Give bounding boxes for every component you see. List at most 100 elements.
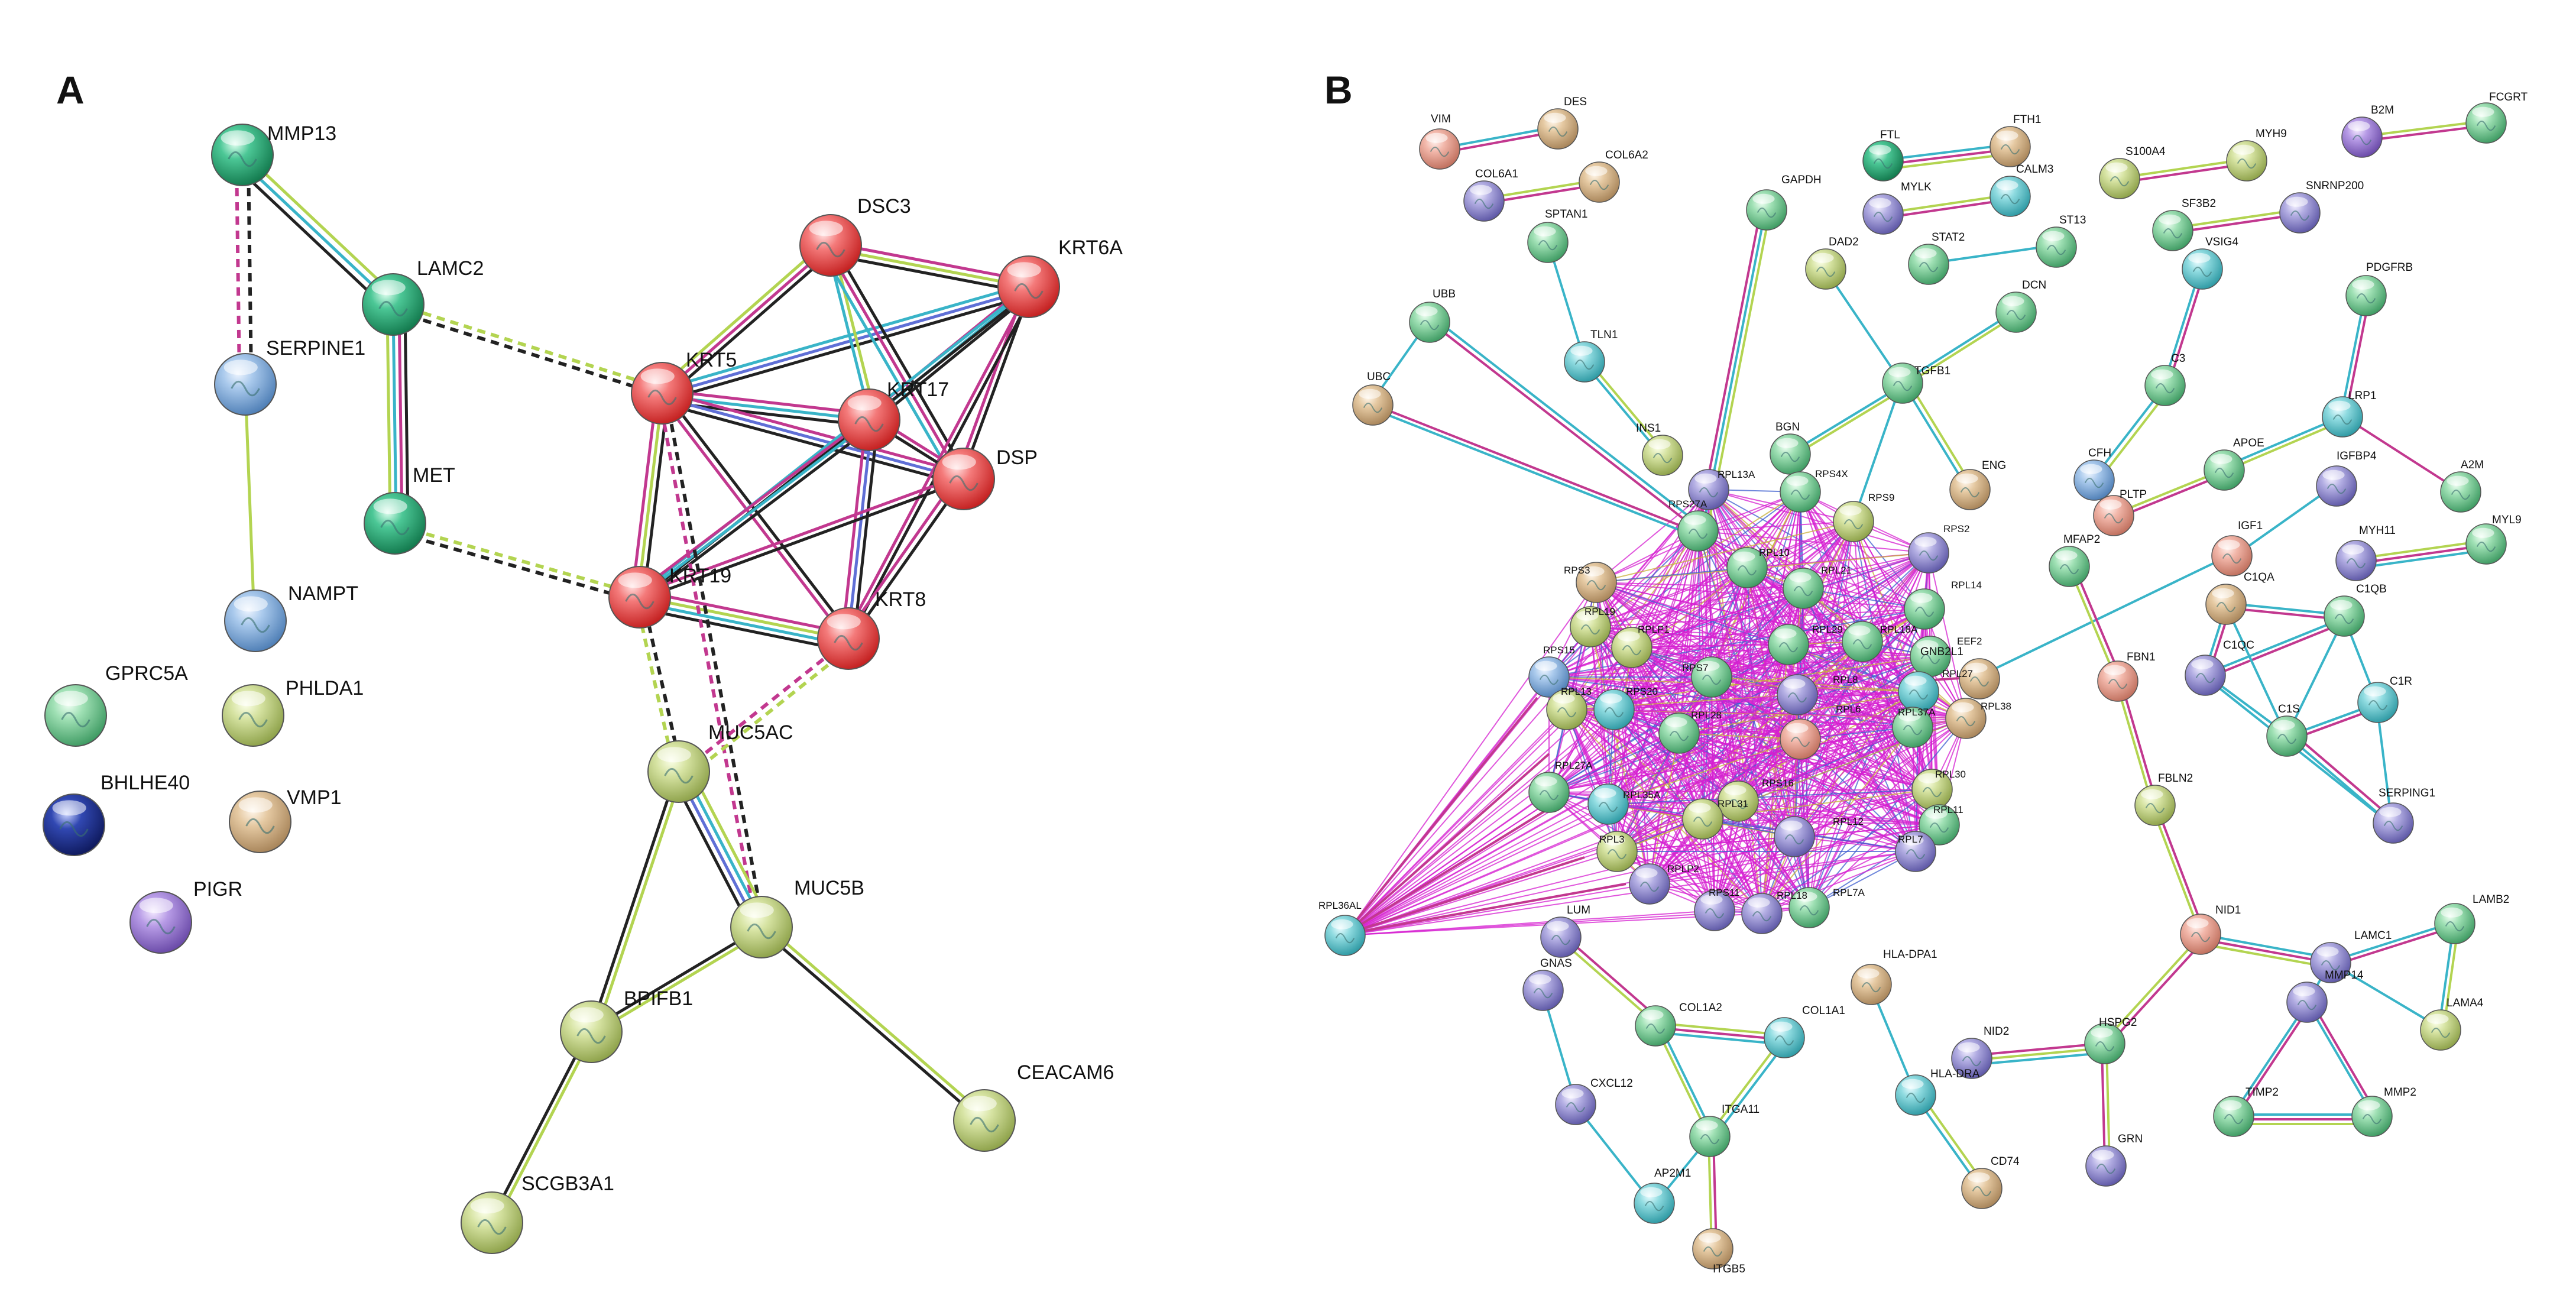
label-rpl14: RPL14 [1951, 579, 1982, 591]
edge-lum-col1a2 [1560, 936, 1661, 1024]
label-scgb3a1: SCGB3A1 [521, 1173, 614, 1195]
label-pigr: PIGR [193, 878, 242, 901]
node-rpl21 [1783, 568, 1824, 609]
core-edge [1596, 567, 1748, 583]
label-cxcl12: CXCL12 [1590, 1077, 1633, 1090]
label-vsig4: VSIG4 [2205, 236, 2238, 248]
node-rpl35a [1587, 783, 1629, 825]
core-edge [1794, 521, 1854, 837]
core-edge [1708, 489, 1929, 553]
label-sptan1: SPTAN1 [1545, 208, 1588, 221]
label-grn: GRN [2118, 1133, 2143, 1145]
node-cd74 [1961, 1168, 2003, 1209]
core-edge [1548, 739, 1801, 793]
node-rpl8 [1777, 674, 1818, 715]
edge-igfbp4-igf1 [2234, 484, 2337, 557]
label-itgb5: ITGB5 [1713, 1263, 1745, 1275]
label-rpl10: RPL10 [1759, 547, 1790, 558]
node-rpl13 [1546, 689, 1587, 730]
edge-krt17-krt8 [841, 419, 880, 636]
label-serpine1: SERPINE1 [266, 337, 365, 359]
edge-col1a1-itga11 [1707, 1037, 1788, 1139]
label-nid2: NID2 [1984, 1025, 2009, 1038]
node-b2m [2341, 116, 2383, 158]
edge-lamc2-krt5 [396, 303, 660, 396]
core-edge [1548, 691, 1919, 793]
core-edge [1800, 718, 1966, 740]
label-st13: ST13 [2059, 214, 2086, 226]
label-rpl13a: RPL13A [1718, 469, 1755, 480]
node-tln1 [1564, 341, 1605, 383]
core-edge [1711, 656, 1931, 678]
edge-krt5-krt19 [631, 396, 670, 592]
label-rps27a: RPS27A [1668, 498, 1707, 510]
node-rpl30 [1911, 769, 1953, 810]
core-edge [1596, 521, 1854, 583]
node-c1s [2266, 715, 2308, 757]
edge-krt5-krt8 [661, 395, 853, 640]
core-edge [1344, 739, 1801, 936]
node-mmp14 [2286, 982, 2328, 1023]
core-edge [1344, 709, 1615, 936]
label-eef2: EEF2 [1957, 636, 1982, 647]
panel-a-letter: A [56, 68, 85, 112]
label-fth1: FTH1 [2013, 114, 2042, 126]
label-rpl37a: RPL37A [1898, 707, 1936, 718]
edge-igf1-gnb2l1 [1977, 555, 2230, 678]
label-rpl38: RPL38 [1981, 701, 2011, 712]
core-edge [1596, 489, 1709, 583]
label-calm3: CALM3 [2016, 163, 2053, 176]
node-col1a2 [1635, 1005, 1676, 1047]
core-edge [1590, 588, 1804, 627]
node-gprc5a [44, 684, 107, 747]
node-rps15 [1528, 656, 1570, 698]
core-edge [1800, 739, 1940, 825]
label-rps16: RPS16 [1762, 778, 1794, 789]
label-eng: ENG [1982, 459, 2006, 472]
edge-bgn-tgfb1 [1790, 383, 1905, 458]
label-lamb2: LAMB2 [2473, 893, 2509, 906]
core-edge [1344, 733, 1680, 936]
label-nampt: NAMPT [288, 582, 358, 605]
core-edge [1548, 588, 1804, 793]
node-hspg2 [2084, 1023, 2125, 1064]
node-mmp2 [2351, 1096, 2393, 1137]
edge-krt5-krt6a [662, 282, 1029, 403]
node-ceacam6 [953, 1089, 1016, 1152]
label-mmp13: MMP13 [267, 122, 336, 145]
edge-ftl-fth1 [1885, 144, 2008, 170]
core-edge [1761, 521, 1854, 914]
core-edge [1613, 641, 1863, 710]
node-st13 [2036, 226, 2077, 268]
core-edge [1344, 656, 1931, 936]
label-krt19: KRT19 [669, 565, 731, 587]
core-edge [1566, 676, 1712, 710]
node-sptan1 [1527, 222, 1569, 263]
node-itga11 [1689, 1116, 1731, 1157]
label-itga11: ITGA11 [1722, 1103, 1760, 1116]
core-edge [1708, 489, 1804, 589]
edge-c1qb-c1qc [2205, 617, 2345, 680]
edge-ubc-rps27a [1374, 404, 1697, 538]
node-rpl12 [1774, 816, 1815, 857]
node-muc5ac [647, 740, 710, 803]
label-dad2: DAD2 [1829, 236, 1859, 248]
node-vim [1419, 128, 1460, 170]
core-edge [1697, 521, 1854, 532]
node-rpl27 [1898, 671, 1939, 712]
core-edge [1738, 801, 1810, 908]
node-des [1537, 108, 1579, 150]
node-ubb [1409, 302, 1450, 343]
core-edge [1548, 647, 1632, 793]
edge-dsp-krt8 [844, 475, 965, 640]
edge-c1r-serping1 [2376, 703, 2393, 822]
node-muc5b [730, 896, 793, 958]
node-rpl11 [1919, 804, 1960, 846]
node-myh11 [2335, 540, 2377, 581]
node-dcn [1995, 292, 2037, 333]
node-rpl18a [1842, 621, 1883, 662]
core-edge [1616, 694, 1798, 852]
node-nampt [224, 590, 287, 652]
node-lrp1 [2322, 396, 2363, 438]
core-edge [1608, 676, 1712, 805]
